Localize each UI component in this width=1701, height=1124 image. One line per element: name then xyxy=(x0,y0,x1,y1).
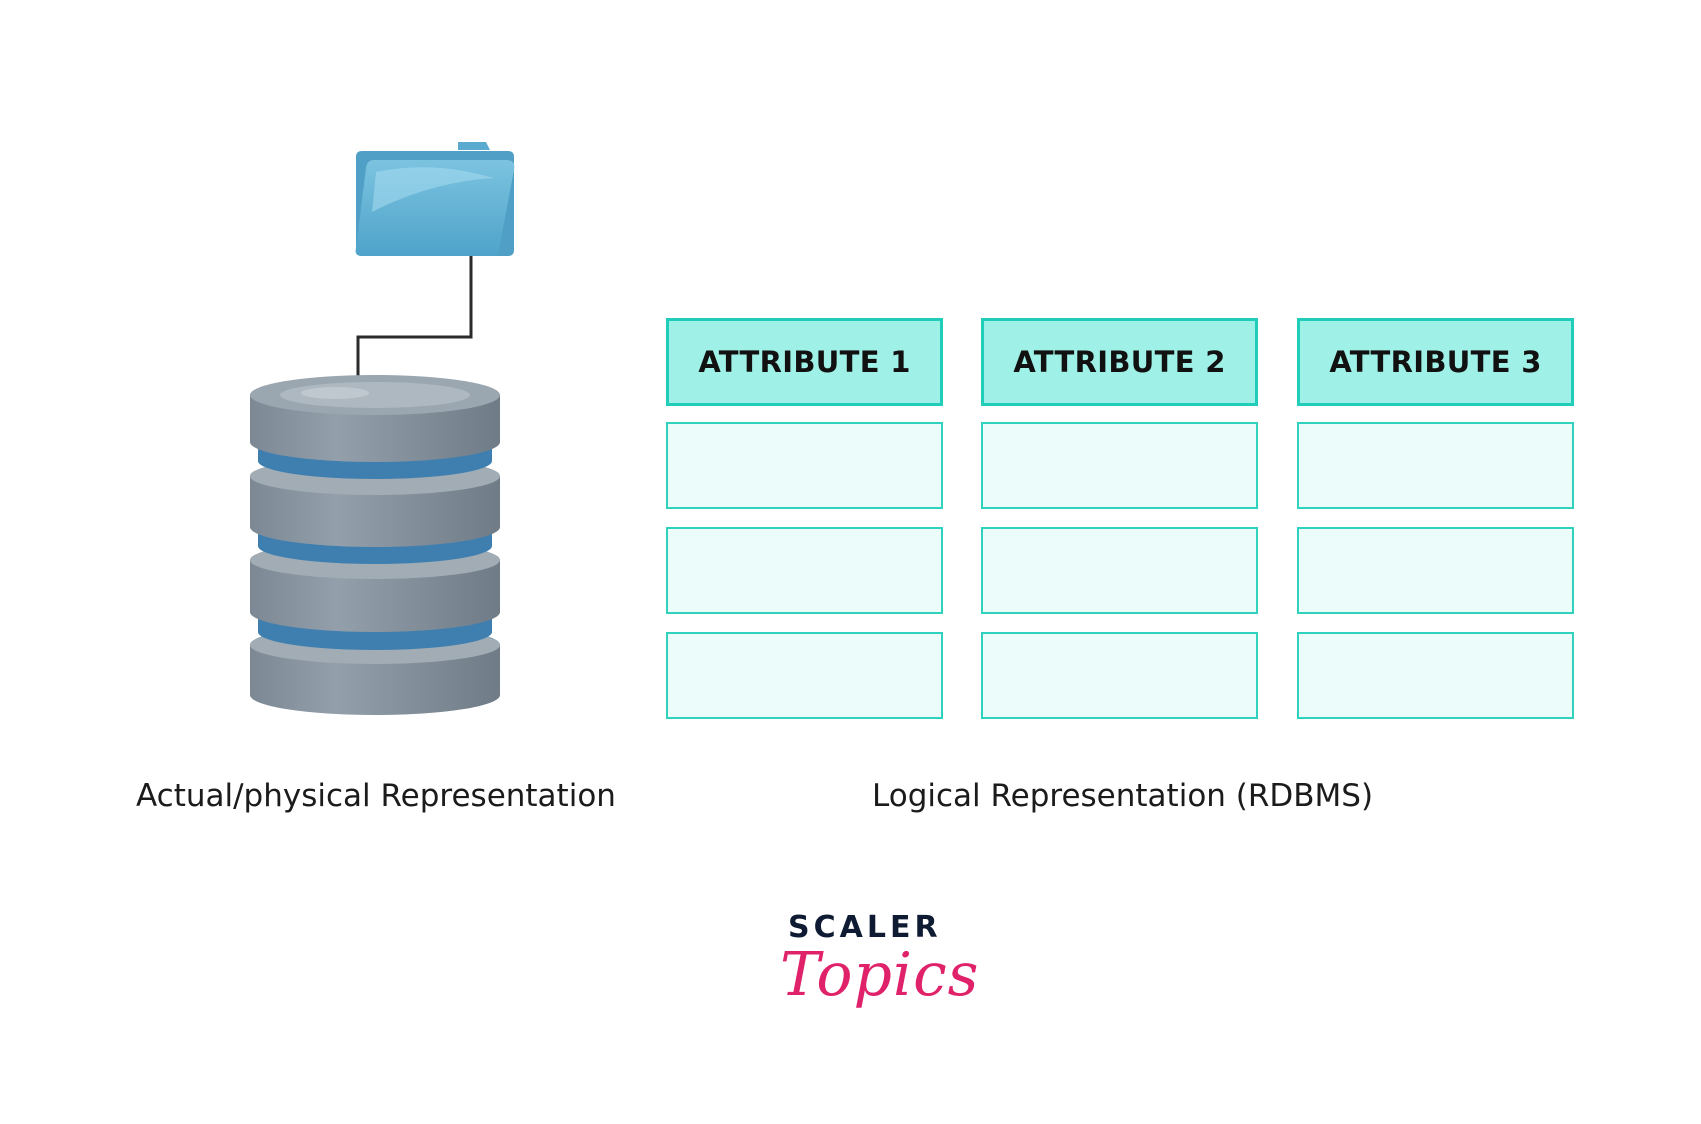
table-cell xyxy=(1297,527,1574,614)
table-cell xyxy=(1297,632,1574,719)
table-cell xyxy=(1297,422,1574,509)
database-icon xyxy=(250,375,500,715)
scaler-topics-logo: SCALER Topics xyxy=(778,910,978,1040)
logo-wordmark-scaler: SCALER xyxy=(788,910,942,945)
logical-table: ATTRIBUTE 1 ATTRIBUTE 2 ATTRIBUTE 3 xyxy=(666,318,1576,720)
table-cell xyxy=(981,527,1258,614)
table-cell xyxy=(666,527,943,614)
table-cell xyxy=(981,632,1258,719)
attribute-header: ATTRIBUTE 3 xyxy=(1297,318,1574,406)
physical-representation-caption: Actual/physical Representation xyxy=(136,778,616,814)
table-cell xyxy=(666,632,943,719)
table-cell xyxy=(981,422,1258,509)
logo-wordmark-topics: Topics xyxy=(780,940,980,1010)
connector-line xyxy=(352,252,473,391)
attribute-header: ATTRIBUTE 1 xyxy=(666,318,943,406)
logical-representation-caption: Logical Representation (RDBMS) xyxy=(872,778,1374,814)
attribute-header: ATTRIBUTE 2 xyxy=(981,318,1258,406)
physical-storage-illustration xyxy=(250,142,515,715)
table-cell xyxy=(666,422,943,509)
folder-icon xyxy=(355,142,515,256)
